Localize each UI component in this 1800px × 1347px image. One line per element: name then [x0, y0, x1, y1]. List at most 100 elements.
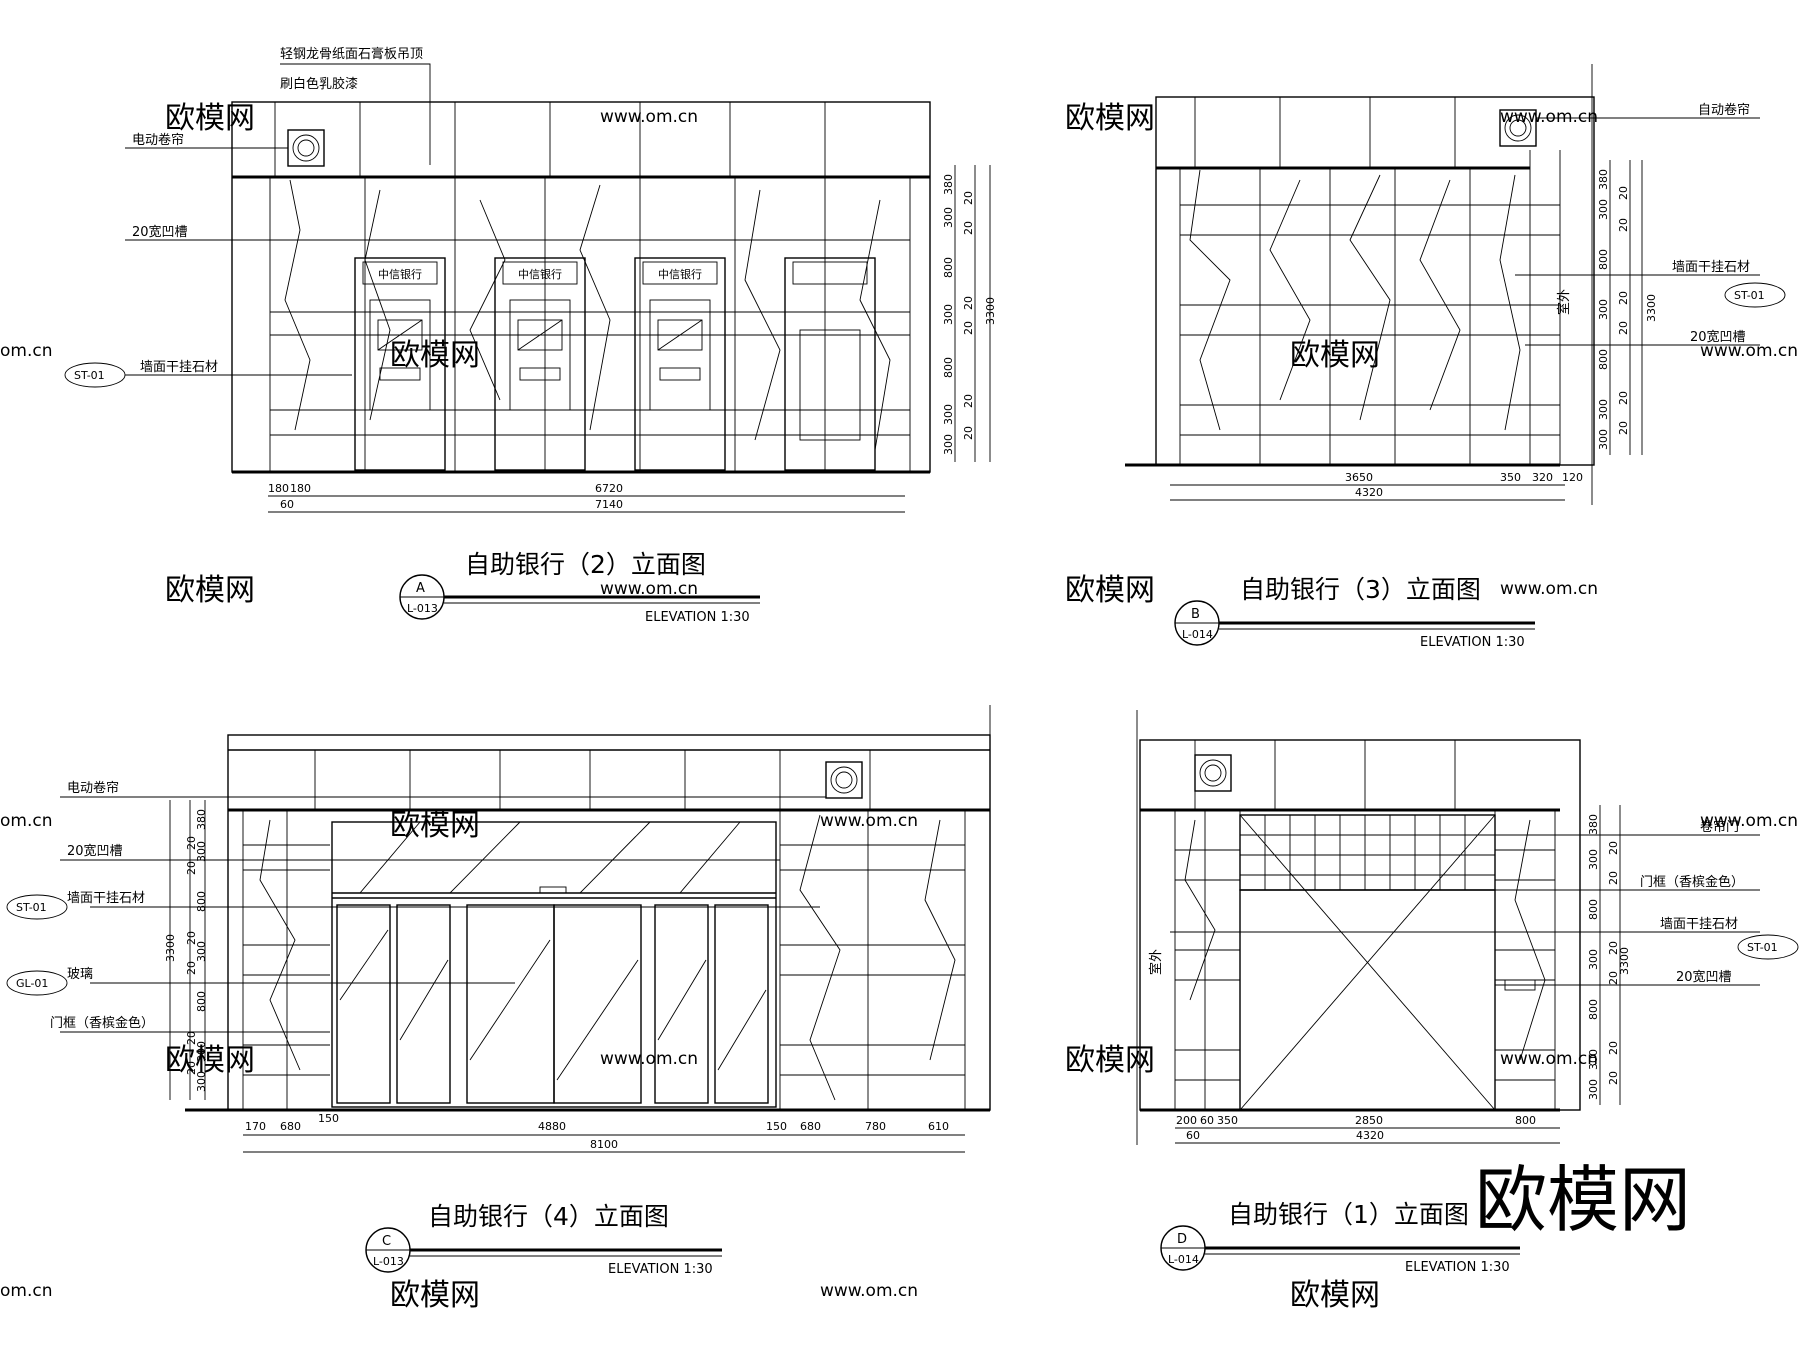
dim: 300 — [195, 941, 208, 962]
dim: 180 — [290, 482, 311, 495]
title-block-b: 自助银行（3）立面图 B L-014 ELEVATION 1:30 — [1174, 575, 1535, 650]
dim: 20 — [185, 861, 198, 875]
dim: 800 — [1597, 349, 1610, 370]
dim: 800 — [1597, 249, 1610, 270]
dim: 6720 — [595, 482, 623, 495]
dim: 680 — [800, 1120, 821, 1133]
glass-note: 玻璃 — [67, 967, 93, 982]
watermark-site: www.om.cn — [600, 579, 698, 599]
dim: 300 — [1587, 949, 1600, 970]
tag-sheet: L-013 — [373, 1255, 404, 1268]
frame-note: 门框（香槟金色） — [1640, 874, 1744, 890]
electric-shutter-box — [287, 129, 325, 167]
shutter-note: 电动卷帘 — [132, 132, 184, 148]
dim: 20 — [1607, 941, 1620, 955]
frame-note: 门框（香槟金色） — [50, 1015, 154, 1031]
watermark-brand: 欧模网 — [1290, 1278, 1380, 1313]
atm-logo: 中信银行 — [658, 267, 702, 281]
stone-tag: ST-01 — [1734, 289, 1765, 302]
stone-tag: ST-01 — [16, 901, 47, 914]
tag-letter: B — [1191, 607, 1200, 622]
dim: 300 — [1587, 1049, 1600, 1070]
groove-note: 20宽凹槽 — [1690, 329, 1746, 345]
stone-note: 墙面干挂石材 — [1672, 260, 1750, 275]
atm-logo: 中信银行 — [518, 267, 562, 281]
dim: 780 — [865, 1120, 886, 1133]
glass-tag: GL-01 — [16, 977, 48, 990]
watermark-site: om.cn — [0, 1281, 53, 1301]
dim: 20 — [1617, 186, 1630, 200]
tag-sheet: L-014 — [1182, 628, 1213, 641]
dim: 20 — [962, 426, 975, 440]
groove-note: 20宽凹槽 — [67, 843, 123, 859]
dim: 300 — [195, 1071, 208, 1092]
watermark-brand: 欧模网 — [165, 573, 255, 608]
dim: 800 — [195, 891, 208, 912]
dimensions-d-bottom: 200 60 350 2850 800 60 4320 — [1175, 1114, 1560, 1144]
dim-total: 3300 — [1618, 947, 1631, 975]
dim: 610 — [928, 1120, 949, 1133]
dim: 4320 — [1355, 486, 1383, 499]
dim: 300 — [942, 404, 955, 425]
dimensions-d-right: 380 300 800 300 800 300 300 20 20 20 20 … — [1587, 805, 1631, 1105]
automatic-shutter-box — [1499, 109, 1537, 147]
tag-sheet: L-014 — [1168, 1253, 1199, 1266]
watermark-site: www.om.cn — [1700, 341, 1798, 361]
shutter-door-note: 卷帘门 — [1700, 819, 1739, 835]
dim: 380 — [1587, 814, 1600, 835]
dim: 3650 — [1345, 471, 1373, 484]
elevation-c: 电动卷帘 20宽凹槽 墙面干挂石材 ST-01 玻璃 GL-01 门框（香槟金色… — [6, 705, 991, 1277]
stone-note: 墙面干挂石材 — [1660, 917, 1738, 932]
watermark-brand: 欧模网 — [390, 1278, 480, 1313]
watermark-layer: 欧模网 www.om.cn 欧模网 www.om.cn om.cn 欧模网 欧模… — [0, 101, 1798, 1313]
dim: 300 — [1597, 299, 1610, 320]
shutter-note: 电动卷帘 — [67, 780, 119, 796]
elevation-b-frame — [1155, 96, 1595, 466]
marble-veins — [1189, 169, 1521, 431]
scale-label: ELEVATION 1:30 — [645, 610, 750, 625]
watermark-brand: 欧模网 — [165, 1043, 255, 1078]
dim: 20 — [1617, 421, 1630, 435]
watermark-site: om.cn — [0, 811, 53, 831]
watermark-site: www.om.cn — [820, 1281, 918, 1301]
stone-note: 墙面干挂石材 — [67, 891, 145, 906]
dim: 180 — [268, 482, 289, 495]
dim: 800 — [942, 357, 955, 378]
watermark-site: www.om.cn — [1500, 579, 1598, 599]
dim: 20 — [1617, 321, 1630, 335]
tag-sheet: L-013 — [407, 602, 438, 615]
atm-unit: 中信银行 — [354, 257, 446, 471]
dim: 20 — [962, 191, 975, 205]
brand-watermark: 欧模网 — [1475, 1158, 1691, 1242]
annotations-b: 自动卷帘 墙面干挂石材 ST-01 20宽凹槽 室外 — [1515, 102, 1786, 346]
dim: 800 — [942, 257, 955, 278]
ceiling-hangers — [314, 750, 871, 810]
dim: 20 — [185, 1031, 198, 1045]
ceiling-hangers — [274, 102, 826, 177]
dim: 350 — [1217, 1114, 1238, 1127]
stone-panel-grid — [242, 810, 966, 1110]
watermark-brand: 欧模网 — [1065, 101, 1155, 136]
dim: 150 — [766, 1120, 787, 1133]
ceiling-note: 轻钢龙骨纸面石膏板吊顶 — [280, 46, 423, 62]
dim: 20 — [962, 296, 975, 310]
electric-shutter-box — [825, 761, 863, 799]
atm-unit: 中信银行 — [494, 257, 586, 471]
dim: 7140 — [595, 498, 623, 511]
dim: 380 — [1597, 169, 1610, 190]
tag-letter: C — [382, 1234, 391, 1249]
dim: 60 — [280, 498, 294, 511]
dim-total: 3300 — [164, 934, 177, 962]
watermark-site: om.cn — [0, 341, 53, 361]
glass-door-system — [331, 821, 777, 1108]
dim: 300 — [1597, 399, 1610, 420]
dim: 8100 — [590, 1138, 618, 1151]
dim-total: 3300 — [984, 297, 997, 325]
rolling-shutter-door — [1239, 814, 1536, 1111]
watermark-site: www.om.cn — [1700, 811, 1798, 831]
tag-letter: A — [416, 581, 425, 596]
dim: 800 — [1515, 1114, 1536, 1127]
dim: 20 — [185, 931, 198, 945]
dim: 20 — [1617, 218, 1630, 232]
outdoor-note: 室外 — [1148, 949, 1164, 975]
